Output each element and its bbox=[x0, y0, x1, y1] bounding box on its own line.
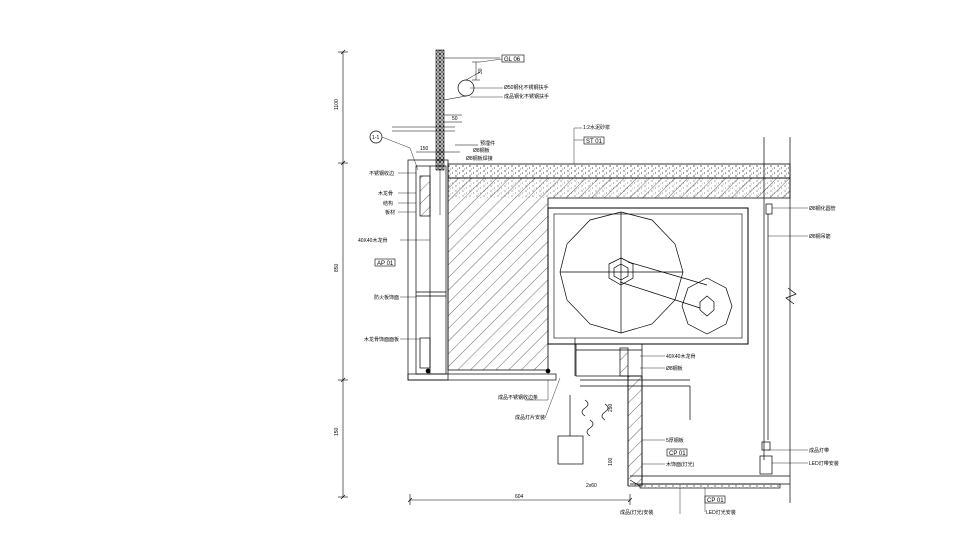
label-left-6: 防火板饰面 bbox=[374, 294, 399, 301]
dim-left-bot: 150 bbox=[334, 427, 340, 436]
label-right-4: LED灯带安装 bbox=[809, 460, 839, 467]
label-left-3: 结构 bbox=[383, 200, 393, 207]
tag-ap: AP 01 bbox=[377, 261, 394, 267]
label-right-2: Ø8钢吊筋 bbox=[809, 233, 831, 240]
label-mid-1: 40X40木龙骨 bbox=[666, 353, 695, 360]
label-plate-a: 预埋件 bbox=[480, 140, 495, 147]
label-plate-c: Ø8钢板焊接 bbox=[466, 155, 493, 162]
label-right-1: Ø8钢化圆管 bbox=[809, 205, 836, 212]
label-left-4: 板材 bbox=[385, 209, 395, 216]
section-marker-text: 1-1 bbox=[372, 135, 379, 141]
section-marker bbox=[369, 130, 419, 171]
label-left-5: 40X40木龙骨 bbox=[358, 237, 387, 244]
dim-top-a: 50 bbox=[452, 116, 458, 122]
dim-top-c: 150 bbox=[420, 146, 429, 152]
top-slab bbox=[447, 163, 791, 179]
label-mid-3: 5厚钢板 bbox=[666, 437, 684, 444]
dim-bottom-total: 604 bbox=[515, 494, 524, 500]
tag-gl-box bbox=[501, 54, 525, 63]
left-dimension-chain bbox=[338, 49, 348, 500]
tag-ap-box bbox=[374, 258, 396, 267]
dim-left-top: 1100 bbox=[334, 99, 340, 110]
label-bottom-l1: 成品不锈钢收边条 bbox=[498, 394, 538, 401]
left-cladding bbox=[407, 159, 557, 381]
label-left-2: 木龙骨 bbox=[378, 190, 393, 197]
dim-top-b: 30 bbox=[478, 68, 484, 74]
ceiling-opening bbox=[557, 343, 691, 487]
label-left-7: 木龙骨饰面面板 bbox=[364, 336, 399, 343]
label-rod-a: Ø50钢化不锈钢扶手 bbox=[504, 84, 548, 91]
tag-cp-mid: CP 01 bbox=[669, 451, 686, 457]
equipment-box bbox=[547, 207, 749, 345]
label-left-1: 不锈钢收边 bbox=[369, 170, 394, 177]
tag-cp-bot: CP 01 bbox=[707, 498, 724, 504]
dim-bottom-small: 2x60 bbox=[586, 483, 597, 489]
label-top-right-a: 1:2水泥砂浆 bbox=[583, 124, 610, 131]
label-right-3: 成品灯带 bbox=[809, 447, 829, 454]
right-wall bbox=[630, 137, 797, 503]
label-mid-4: 木饰面(灯光) bbox=[666, 461, 695, 468]
label-bottom-c2: LED灯光安装 bbox=[706, 509, 736, 516]
tag-gl: GL 06 bbox=[504, 57, 521, 63]
label-mid-2: Ø8钢板 bbox=[666, 365, 683, 372]
label-plate-b: Ø8钢板 bbox=[473, 147, 490, 154]
tag-st: ST 01 bbox=[586, 139, 603, 145]
tag-cp-mid-box bbox=[666, 448, 688, 457]
tag-st-box bbox=[583, 136, 605, 145]
bottom-dimension-line bbox=[407, 494, 633, 505]
label-rod-b: 成品钢化不锈钢扶手 bbox=[504, 93, 549, 100]
label-bottom-l2: 成品灯片安装 bbox=[515, 414, 545, 421]
top-plate-lines bbox=[392, 126, 478, 153]
dim-left-mid: 850 bbox=[334, 263, 340, 272]
motor-pulley bbox=[559, 211, 733, 376]
label-bottom-c1: 成品(灯光)安装 bbox=[620, 509, 653, 516]
dim-vert-b: 100 bbox=[608, 457, 614, 466]
dim-vert-a: 290 bbox=[608, 403, 614, 412]
left-leaders bbox=[398, 172, 430, 340]
